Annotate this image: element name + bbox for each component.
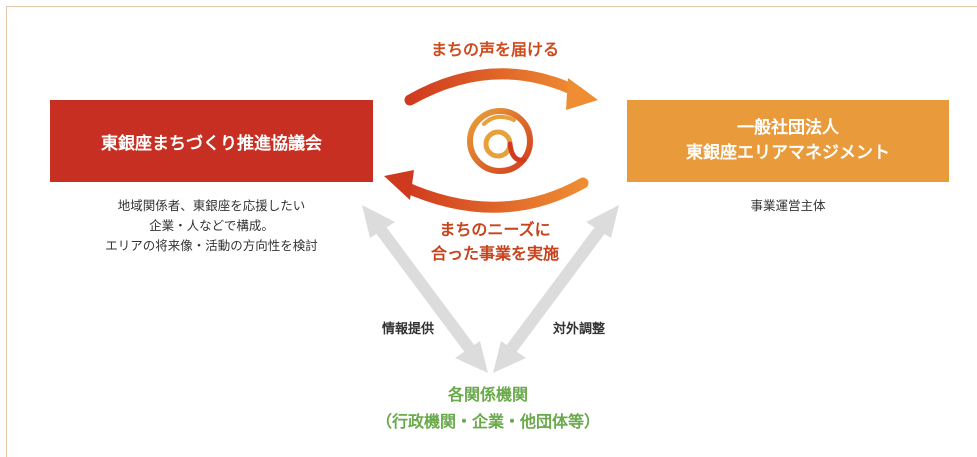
bottom-arrow-label-line2: 合った事業を実施 — [430, 244, 559, 263]
info-provision-label: 情報提供 — [378, 318, 439, 337]
top-curved-arrow — [404, 68, 598, 110]
area-management-line2: 東銀座エリアマネジメント — [686, 143, 890, 163]
external-coordination-label: 対外調整 — [549, 318, 610, 337]
council-desc-line3: エリアの将来像・活動の方向性を検討 — [105, 238, 318, 253]
council-box: 東銀座まちづくり推進協議会 — [50, 100, 373, 182]
related-agencies-line2: （行政機関・企業・他団体等） — [375, 412, 600, 431]
area-management-description: 事業運営主体 — [627, 196, 949, 216]
top-arrow-label: まちの声を届ける — [416, 36, 574, 60]
area-management-desc-text: 事業運営主体 — [750, 198, 826, 213]
bottom-arrow-label-line1: まちのニーズに — [439, 220, 551, 239]
council-desc-line2: 企業・人などで構成。 — [149, 218, 274, 233]
info-arrow — [362, 205, 488, 373]
bottom-curved-arrow — [384, 170, 589, 213]
area-management-line1: 一般社団法人 — [737, 118, 839, 138]
bottom-arrow-label: まちのニーズに 合った事業を実施 — [416, 218, 574, 266]
diagram-frame — [6, 6, 977, 457]
council-title: 東銀座まちづくり推進協議会 — [101, 133, 322, 154]
council-desc-line1: 地域関係者、東銀座を応援したい — [117, 198, 306, 213]
area-management-box: 一般社団法人 東銀座エリアマネジメント — [627, 100, 949, 182]
related-agencies-label: 各関係機関 （行政機関・企業・他団体等） — [338, 381, 638, 435]
council-description: 地域関係者、東銀座を応援したい 企業・人などで構成。 エリアの将来像・活動の方向… — [60, 196, 363, 256]
related-agencies-line1: 各関係機関 — [447, 385, 528, 404]
coord-arrow — [493, 205, 619, 373]
at-sign-logo-icon — [467, 108, 533, 174]
